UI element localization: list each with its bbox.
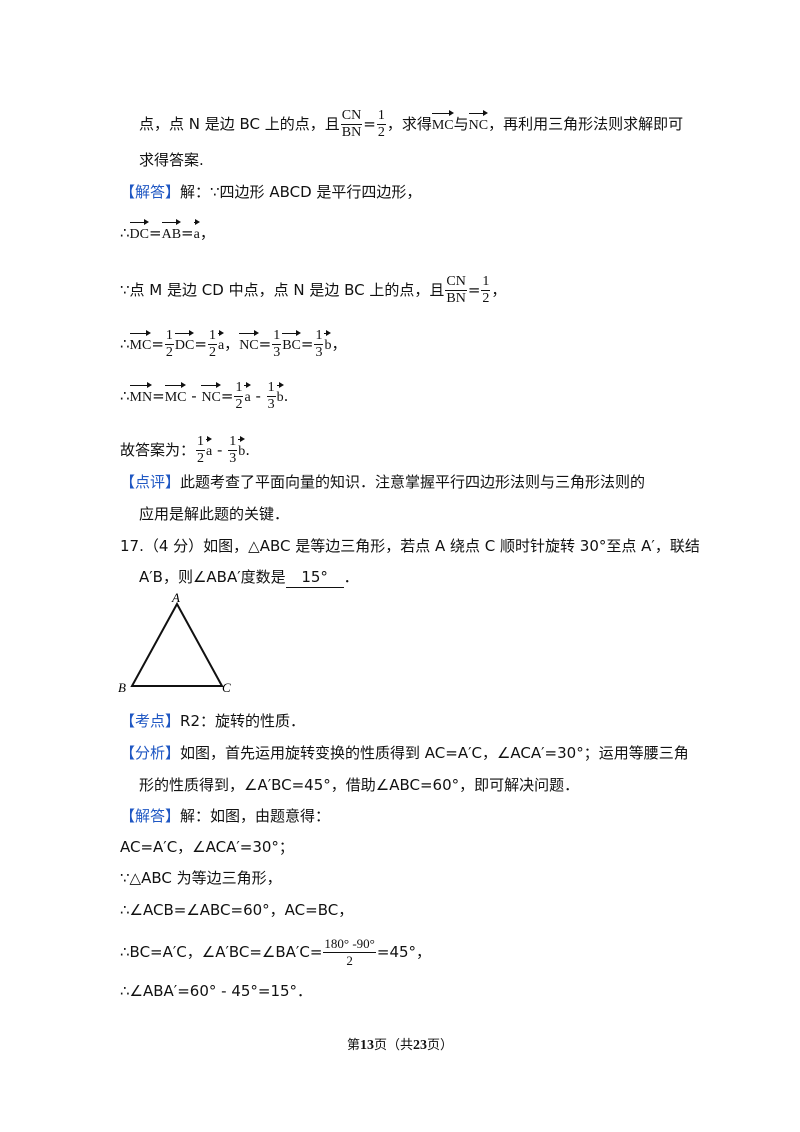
vector: a bbox=[244, 382, 251, 408]
vector: NC bbox=[239, 330, 260, 356]
section-tag: 【解答】 bbox=[120, 807, 181, 825]
answer-blank: 15° bbox=[285, 567, 344, 588]
step-line: ∴BC=A′C，∠A′BC=∠BA′C=180° -90°2=45°， bbox=[120, 936, 432, 968]
analysis-line: 【分析】如图，首先运用旋转变换的性质得到 AC=A′C，∠ACA′=30°；运用… bbox=[120, 744, 689, 762]
step-line: ∴∠ACB=∠ABC=60°，AC=BC， bbox=[120, 901, 354, 919]
step-line: ∴∠ABA′=60° - 45°=15°． bbox=[120, 982, 313, 1000]
fraction: 180° -90°2 bbox=[323, 936, 376, 968]
page-total: 23 bbox=[413, 1038, 427, 1053]
step-line: AC=A′C，∠ACA′=30°； bbox=[120, 838, 294, 856]
vector: AB bbox=[161, 219, 182, 245]
section-tag: 【点评】 bbox=[120, 473, 181, 491]
vector: MN bbox=[129, 382, 152, 408]
triangle-abc bbox=[130, 601, 224, 687]
label-b: B bbox=[118, 680, 126, 695]
vector: NC bbox=[468, 110, 489, 136]
triangle-figure: A B C bbox=[118, 590, 231, 695]
vector: NC bbox=[201, 382, 222, 408]
vector: a bbox=[217, 330, 225, 356]
step-line: ∵△ABC 为等边三角形， bbox=[120, 869, 282, 887]
solution-line: 【解答】解：如图，由题意得： bbox=[120, 807, 331, 825]
vector: b bbox=[324, 330, 332, 356]
text: 点，点 N 是边 BC 上的点，且 bbox=[139, 115, 340, 133]
vector: BC bbox=[282, 330, 301, 356]
kaodian-line: 【考点】R2：旋转的性质． bbox=[120, 712, 305, 730]
vector: MC bbox=[129, 330, 151, 356]
vector: b bbox=[276, 382, 284, 408]
solution-line: 【解答】解：∵四边形 ABCD 是平行四边形， bbox=[120, 183, 422, 201]
vector: DC bbox=[174, 330, 195, 356]
question-line: 17.（4 分）如图，△ABC 是等边三角形，若点 A 绕点 C 顺时针旋转 3… bbox=[120, 537, 700, 555]
review-line: 【点评】此题考查了平面向量的知识．注意掌握平行四边形法则与三角形法则的 bbox=[120, 473, 646, 491]
vector: MC bbox=[431, 110, 454, 136]
page-number: 13 bbox=[359, 1038, 374, 1053]
vector: MC bbox=[164, 382, 186, 408]
section-tag: 【分析】 bbox=[120, 744, 181, 762]
label-c: C bbox=[222, 680, 231, 695]
page-footer: 第13页（共23页） bbox=[346, 1037, 454, 1053]
text-line: 应用是解此题的关键． bbox=[139, 505, 290, 523]
vector: b bbox=[238, 436, 246, 462]
vector: a bbox=[193, 219, 201, 245]
math-line: ∴DC=AB=a， bbox=[120, 219, 215, 245]
text-line: 形的性质得到，∠A′BC=45°，借助∠ABC=60°，即可解决问题． bbox=[139, 776, 580, 794]
vector: DC bbox=[129, 219, 150, 245]
section-tag: 【考点】 bbox=[120, 712, 181, 730]
vector: a bbox=[206, 436, 213, 462]
text-line: 求得答案. bbox=[139, 151, 204, 169]
section-tag: 【解答】 bbox=[120, 183, 181, 201]
label-a: A bbox=[171, 590, 180, 605]
